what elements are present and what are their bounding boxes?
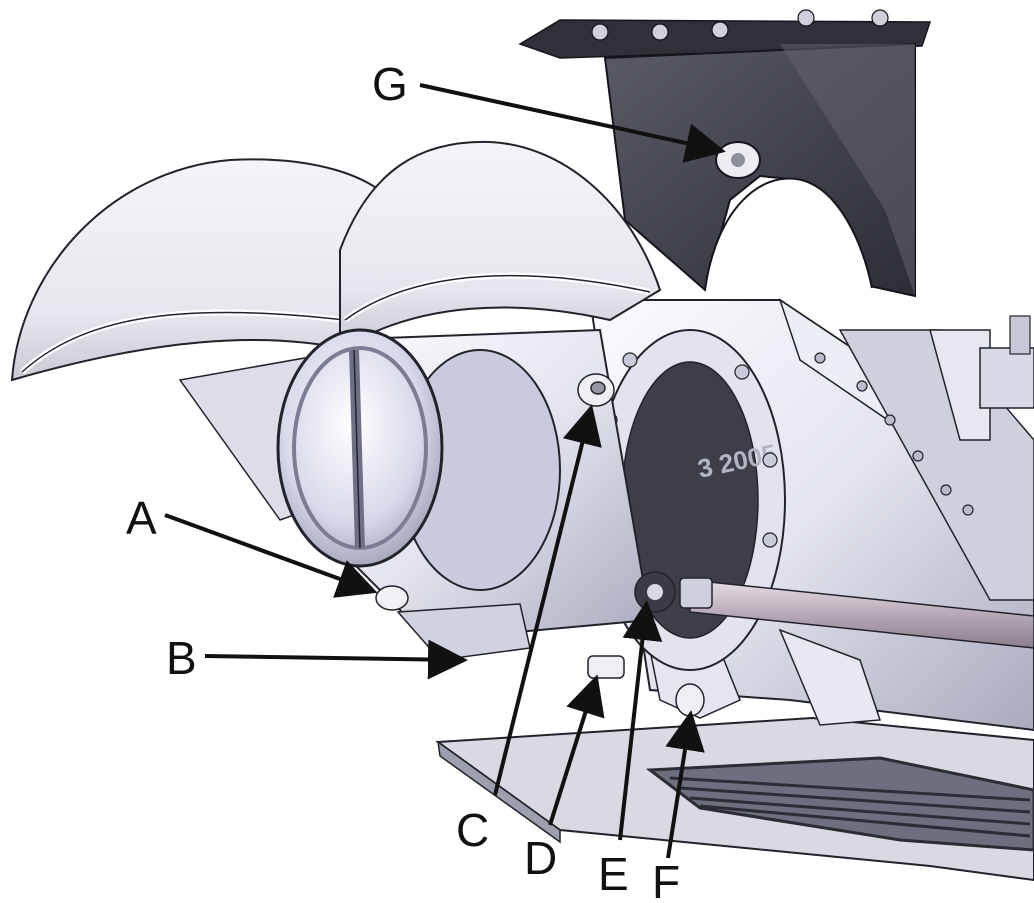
arrow-c xyxy=(493,404,602,796)
bracket-bolts xyxy=(591,9,889,41)
arrow-e xyxy=(618,600,663,841)
housing-bolts xyxy=(814,352,974,516)
callout-label-e: E xyxy=(598,848,629,900)
arrow-d xyxy=(548,674,605,826)
callout-label-f: F xyxy=(652,856,680,903)
callout-label-d: D xyxy=(524,832,557,884)
arrow-f xyxy=(665,710,705,859)
callout-label-b: B xyxy=(166,632,197,684)
steering-rod xyxy=(634,571,1034,649)
arrow-b xyxy=(204,639,468,680)
upper-mount-bracket xyxy=(518,9,932,298)
callout-label-g: G xyxy=(372,58,408,110)
arrow-g xyxy=(419,83,726,163)
callout-label-a: A xyxy=(126,492,157,544)
callout-arrows xyxy=(164,83,726,859)
callout-labels: G A B C D E F xyxy=(126,58,680,903)
intake-grate-plate xyxy=(435,716,1034,882)
reverse-bucket xyxy=(10,140,662,521)
arrow-a xyxy=(164,513,378,598)
bracket-fastener xyxy=(715,141,761,179)
intake-grate xyxy=(645,756,1034,852)
callout-label-c: C xyxy=(456,804,489,856)
